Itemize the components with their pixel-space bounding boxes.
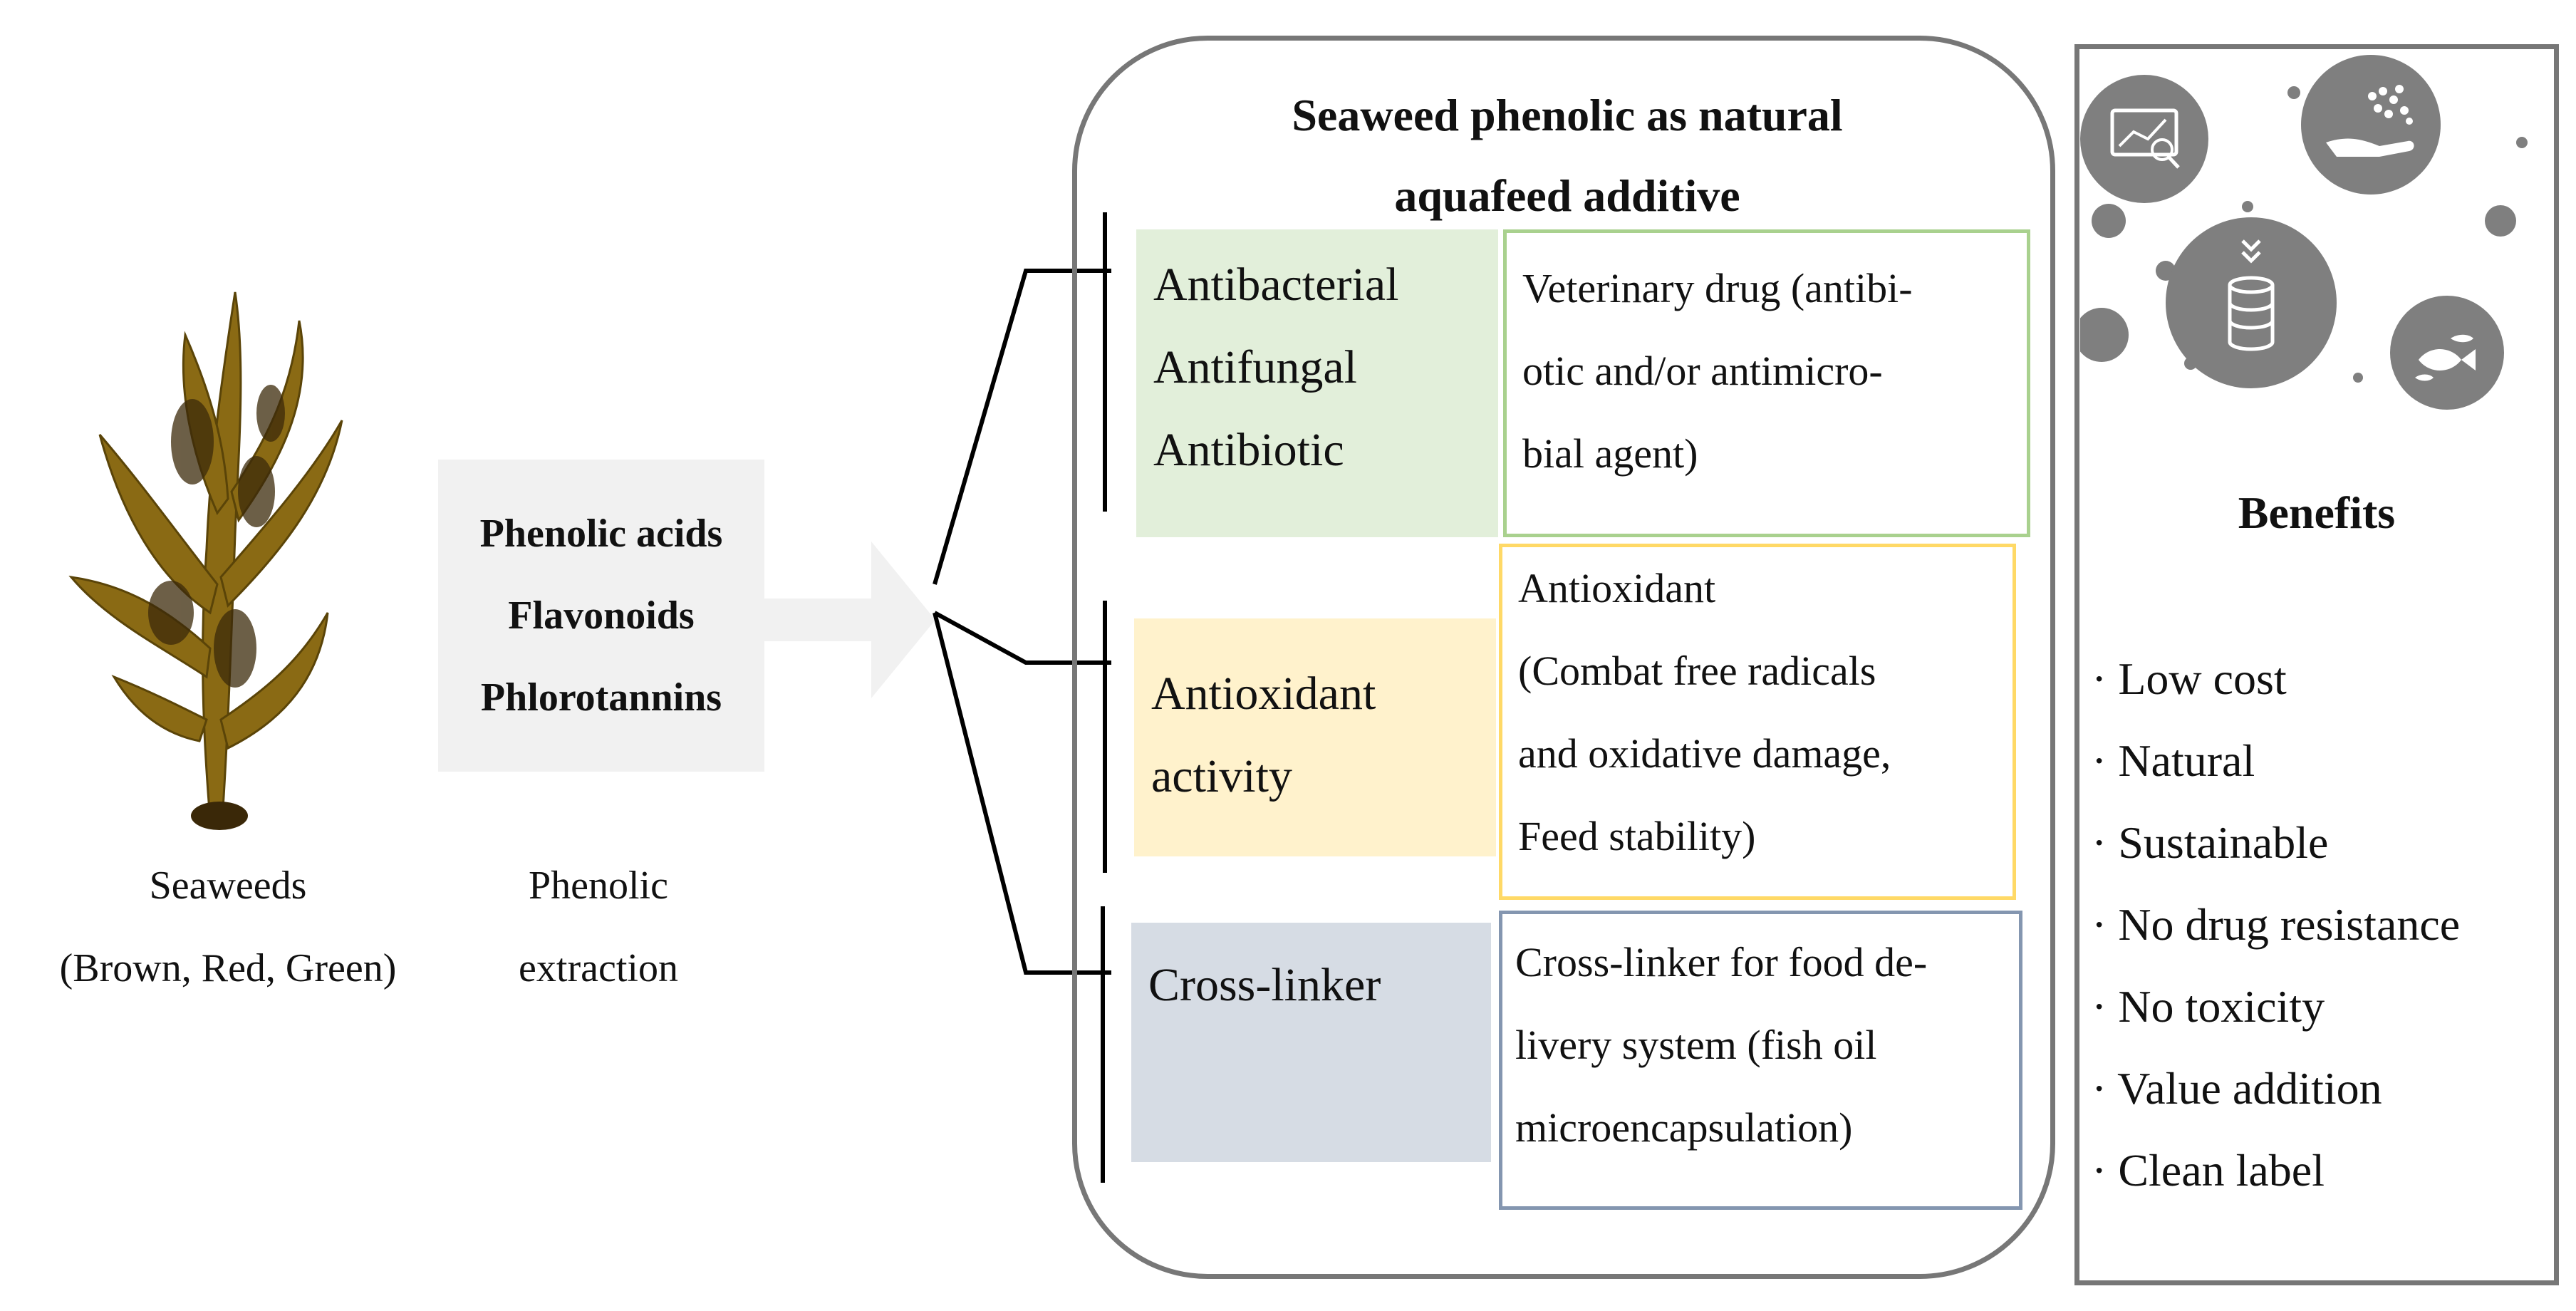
phenolic-acids-label: Phenolic acids	[479, 511, 723, 556]
activity-label: activity	[1151, 750, 1292, 802]
bubble-icon	[2516, 137, 2528, 148]
extraction-line-1: Phenolic	[529, 864, 668, 908]
bubble-icon	[2485, 205, 2516, 237]
bubble-icon	[2242, 201, 2253, 212]
flavonoids-label: Flavonoids	[508, 593, 695, 638]
seaweeds-label: Seaweeds	[149, 864, 307, 908]
description-line: bial agent)	[1522, 430, 1698, 477]
antibiotic-label: Antibiotic	[1153, 424, 1344, 476]
bracket-connector	[933, 269, 1111, 975]
benefits-panel	[2074, 44, 2559, 1285]
fish-icon	[2390, 296, 2504, 410]
row-divider-line	[1103, 212, 1107, 512]
hand-feed-icon	[2301, 55, 2441, 195]
phlorotannins-label: Phlorotannins	[480, 675, 722, 720]
antifungal-label: Antifungal	[1153, 341, 1357, 393]
bubble-icon	[2353, 373, 2363, 383]
description-line: (Combat free radicals	[1518, 648, 1876, 694]
benefit-item: · Sustainable	[2092, 817, 2329, 868]
extraction-caption: Phenolic extraction	[456, 844, 741, 1010]
benefit-item: · Natural	[2092, 735, 2255, 786]
row-divider-line	[1101, 906, 1105, 1183]
benefit-item: · Clean label	[2092, 1145, 2325, 1196]
additive-panel	[1072, 36, 2055, 1279]
panel-title-line-2: aquafeed additive	[1394, 170, 1740, 221]
crosslinker-description: Cross-linker for food de- livery system …	[1499, 911, 2022, 1210]
seaweeds-caption: Seaweeds (Brown, Red, Green)	[0, 844, 456, 1010]
crosslinker-category: Cross-linker	[1131, 923, 1491, 1162]
description-line: microencapsulation)	[1515, 1104, 1853, 1151]
benefit-item: · No toxicity	[2092, 981, 2325, 1032]
bubble-icon	[2080, 308, 2129, 362]
bubble-icon	[2287, 86, 2300, 99]
panel-title: Seaweed phenolic as natural aquafeed add…	[1140, 75, 1995, 236]
flow-arrow	[764, 542, 935, 698]
antibacterial-description: Veterinary drug (antibi- otic and/or ant…	[1503, 229, 2030, 537]
description-line: Veterinary drug (antibi-	[1522, 265, 1913, 311]
description-line: Antioxidant	[1518, 565, 1716, 611]
benefits-title: Benefits	[2238, 487, 2396, 538]
coin-stack-icon	[2166, 217, 2337, 388]
panel-title-line-1: Seaweed phenolic as natural	[1292, 90, 1843, 140]
seaweed-image	[68, 291, 343, 830]
crosslinker-label: Cross-linker	[1148, 959, 1381, 1011]
description-line: Cross-linker for food de-	[1515, 939, 1928, 985]
phenolic-compounds-box: Phenolic acids Flavonoids Phlorotannins	[438, 460, 764, 772]
benefit-item: · Value addition	[2092, 1063, 2382, 1114]
extraction-line-2: extraction	[519, 946, 678, 990]
antioxidant-category: Antioxidant activity	[1134, 618, 1496, 856]
benefits-illustration	[2080, 55, 2528, 410]
row-divider-line	[1103, 601, 1107, 873]
description-line: Feed stability)	[1518, 813, 1756, 859]
antibacterial-category: Antibacterial Antifungal Antibiotic	[1136, 229, 1498, 537]
benefit-item: · Low cost	[2092, 653, 2287, 704]
description-line: otic and/or antimicro-	[1522, 348, 1883, 394]
monitor-chart-icon	[2080, 75, 2208, 203]
antioxidant-label: Antioxidant	[1151, 668, 1376, 720]
description-line: and oxidative damage,	[1518, 730, 1891, 777]
bubble-icon	[2092, 204, 2126, 238]
benefit-item: · No drug resistance	[2092, 899, 2461, 950]
antibacterial-label: Antibacterial	[1153, 259, 1399, 311]
benefits-list: · Low cost · Natural · Sustainable · No …	[2092, 638, 2555, 1211]
antioxidant-description: Antioxidant (Combat free radicals and ox…	[1499, 544, 2016, 900]
description-line: livery system (fish oil	[1515, 1022, 1877, 1068]
seaweeds-types-label: (Brown, Red, Green)	[59, 946, 397, 990]
